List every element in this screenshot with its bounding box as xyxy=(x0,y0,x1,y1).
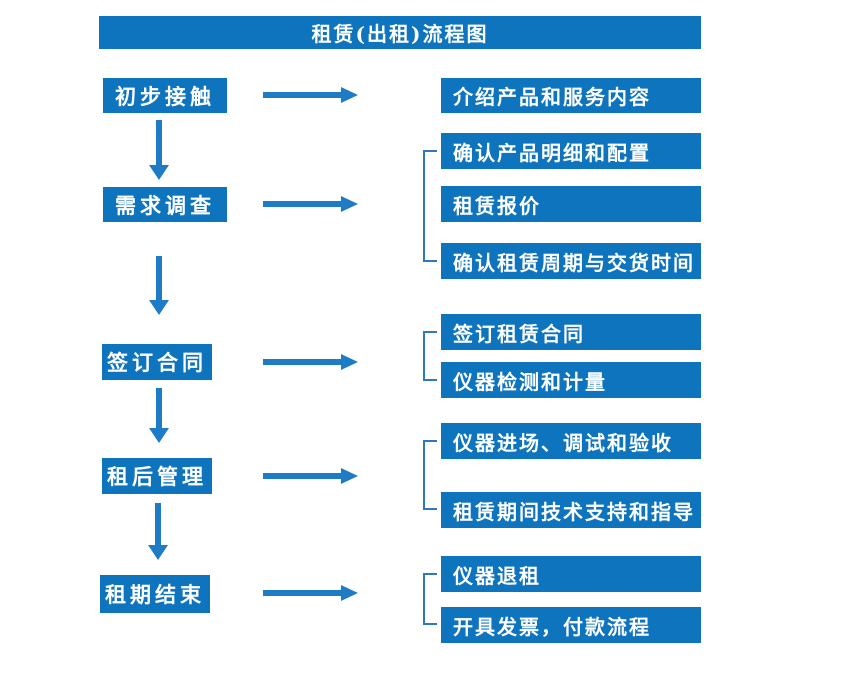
arrow-right-icon xyxy=(263,354,358,370)
arrow-down-icon xyxy=(149,256,169,315)
output-label: 租赁报价 xyxy=(453,193,541,218)
arrow-right-icon xyxy=(263,468,358,484)
arrow-head xyxy=(149,165,169,180)
output-label: 开具发票，付款流程 xyxy=(453,614,651,639)
step-label: 租期结束 xyxy=(105,582,205,607)
step-label: 签订合同 xyxy=(107,350,207,375)
output-label: 仪器退租 xyxy=(453,563,541,588)
group-bracket xyxy=(423,440,437,510)
arrow-down-icon xyxy=(149,388,169,443)
arrow-right-icon xyxy=(263,87,358,103)
arrow-shaft xyxy=(263,359,341,365)
step-post-rental-management: 租后管理 xyxy=(102,458,212,494)
page-title: 租赁(出租)流程图 xyxy=(311,22,489,46)
step-initial-contact: 初步接触 xyxy=(103,78,227,113)
output-label: 签订租赁合同 xyxy=(453,321,585,346)
output-box: 介绍产品和服务内容 xyxy=(441,78,701,113)
group-bracket xyxy=(423,573,437,625)
output-label: 仪器进场、调试和验收 xyxy=(453,430,673,455)
arrow-shaft xyxy=(263,473,341,479)
step-sign-contract: 签订合同 xyxy=(102,344,212,380)
output-box: 仪器退租 xyxy=(441,556,701,592)
arrow-shaft xyxy=(156,256,162,300)
step-label: 需求调查 xyxy=(115,192,215,218)
arrow-head xyxy=(341,468,358,484)
output-box: 开具发票，付款流程 xyxy=(441,607,701,643)
arrow-right-icon xyxy=(263,585,358,601)
arrow-head xyxy=(149,300,169,315)
group-bracket xyxy=(423,331,437,381)
arrow-head xyxy=(341,354,358,370)
arrow-head xyxy=(149,428,169,443)
arrow-head xyxy=(148,545,168,560)
arrow-head xyxy=(341,585,358,601)
arrow-shaft xyxy=(263,590,341,596)
arrow-down-icon xyxy=(148,503,168,560)
step-label: 初步接触 xyxy=(115,83,215,109)
output-box: 仪器进场、调试和验收 xyxy=(441,423,701,459)
arrow-head xyxy=(341,87,358,103)
output-box: 租赁报价 xyxy=(441,186,701,222)
arrow-down-icon xyxy=(149,120,169,180)
arrow-shaft xyxy=(263,92,341,98)
output-box: 租赁期间技术支持和指导 xyxy=(441,492,701,528)
output-box: 确认租赁周期与交货时间 xyxy=(441,243,701,279)
group-bracket xyxy=(423,150,437,262)
arrow-shaft xyxy=(156,120,162,165)
step-label: 租后管理 xyxy=(107,464,207,489)
output-box: 仪器检测和计量 xyxy=(441,362,701,398)
arrow-head xyxy=(341,196,358,212)
step-demand-survey: 需求调查 xyxy=(103,187,227,222)
output-box: 确认产品明细和配置 xyxy=(441,133,701,169)
arrow-shaft xyxy=(156,388,162,428)
title-bar: 租赁(出租)流程图 xyxy=(99,16,701,49)
output-label: 确认租赁周期与交货时间 xyxy=(453,250,695,275)
arrow-shaft xyxy=(263,201,341,207)
output-label: 确认产品明细和配置 xyxy=(453,140,651,165)
output-label: 仪器检测和计量 xyxy=(453,369,607,394)
arrow-shaft xyxy=(155,503,161,545)
arrow-right-icon xyxy=(263,196,358,212)
output-box: 签订租赁合同 xyxy=(441,314,701,350)
step-lease-end: 租期结束 xyxy=(100,575,210,613)
output-label: 租赁期间技术支持和指导 xyxy=(453,499,695,524)
output-label: 介绍产品和服务内容 xyxy=(453,85,651,109)
